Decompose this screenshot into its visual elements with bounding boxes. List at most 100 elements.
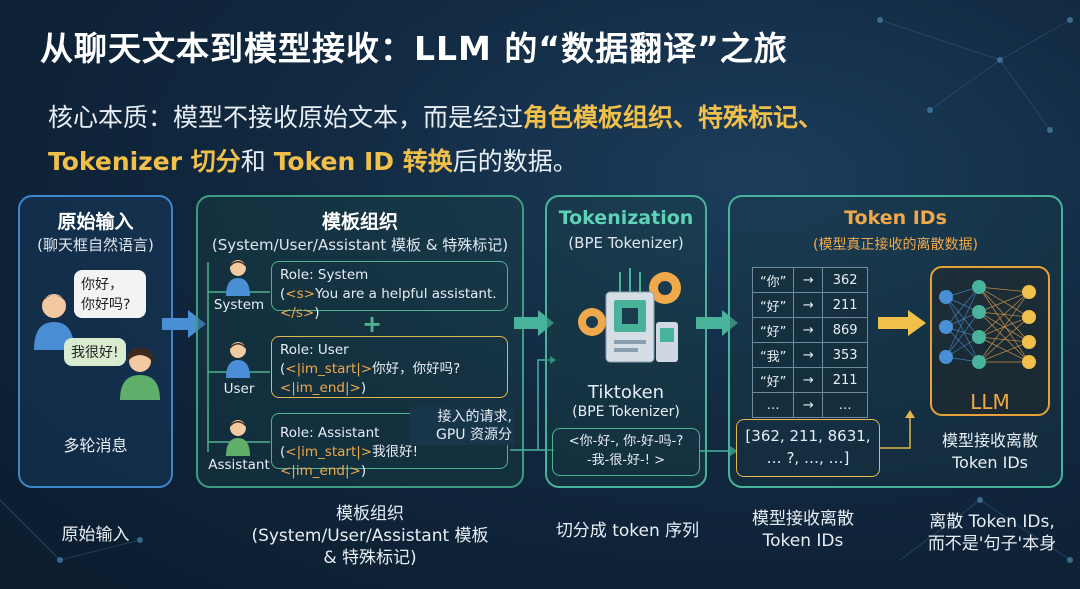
system-tag-open: <s> [285, 286, 315, 302]
user-tag-close: <|im_end|> [280, 380, 361, 396]
chat-bubble-user: 你好， 你好吗? [74, 270, 146, 318]
panel-tokenization-header: Tokenization [558, 207, 694, 229]
token-sequence-box: <你-好-, 你-好-吗-? -我-很-好-! > [552, 428, 700, 476]
token-row: “好”→211 [751, 292, 868, 318]
bubble-user-line1: 你好， [81, 277, 123, 293]
panel-raw-sub: (聊天框自然语言) [37, 236, 154, 254]
token-cell-token: “好” [751, 317, 795, 343]
subtitle-highlight3: Token ID 转换 [273, 147, 453, 176]
llm-label: LLM [970, 390, 1010, 414]
token-cell-id: 362 [822, 267, 868, 293]
token-cell-id: 211 [822, 367, 868, 393]
token-cell-arrow: → [793, 267, 824, 293]
bottom-template-line2: (System/User/Assistant 模板 [251, 526, 489, 546]
panel-raw-header: 原始输入 [57, 211, 134, 233]
token-row: …→… [751, 392, 868, 418]
system-role-line: Role: System [280, 267, 369, 283]
subtitle-part3: 后的数据。 [452, 147, 578, 176]
arrow-right-icon [514, 310, 554, 336]
role-label-system: System [213, 297, 265, 313]
panel-template-sub: (System/User/Assistant 模板 & 特殊标记) [211, 236, 509, 254]
user-content-line: (<|im_start|>你好，你好吗? [280, 361, 461, 377]
arrow-right-icon [162, 310, 206, 338]
token-row: “好”→869 [751, 317, 868, 343]
token-cell-id: 869 [822, 317, 868, 343]
subtitle-part1: 核心本质：模型不接收原始文本，而是经过 [48, 103, 524, 132]
assistant-role-line: Role: Assistant [280, 425, 380, 441]
user-role-line: Role: User [280, 342, 349, 358]
arrow-right-icon [878, 310, 926, 336]
bottom-template-line3: & 特殊标记) [323, 548, 417, 568]
chat-bubble-assistant: 我很好! [64, 338, 126, 366]
arrow-up-right-icon [880, 410, 915, 449]
template-user-box: Role: User (<|im_start|>你好，你好吗? <|im_end… [271, 336, 508, 398]
system-avatar-icon [226, 260, 250, 296]
panel-ids-header: Token IDs [844, 207, 947, 229]
panel-tokenization-sub: (BPE Tokenizer) [568, 234, 684, 252]
token-seq-line2: -我-很-好-! > [586, 453, 665, 468]
token-cell-arrow: → [793, 392, 824, 418]
bottom-caption-template: 模板组织 (System/User/Assistant 模板 & 特殊标记) [220, 503, 520, 569]
tokenizer-machine-icon [578, 268, 681, 363]
panel-raw-caption: 多轮消息 [63, 436, 128, 455]
token-cell-token: “我” [751, 342, 795, 368]
overlay-note-line1: 接入的请求, [437, 409, 512, 425]
token-cell-arrow: → [793, 367, 824, 393]
assistant-tag-close: <|im_end|> [280, 463, 361, 479]
bottom-ids-line2: Token IDs [762, 531, 844, 551]
user-avatar-icon [226, 342, 250, 378]
token-cell-id: … [822, 392, 868, 418]
token-row: “我”→353 [751, 342, 868, 368]
subtitle-part2: 和 [240, 147, 274, 176]
user-text: 你好，你好吗? [372, 361, 461, 377]
token-seq-line1: <你-好-, 你-好-吗-? [568, 434, 684, 449]
token-cell-token: “你” [751, 267, 795, 293]
bottom-caption-tokenize: 切分成 token 序列 [555, 521, 700, 541]
bottom-final-line2: 而不是'句子'本身 [927, 534, 1057, 554]
tiktoken-name: Tiktoken [587, 382, 665, 403]
template-assistant-box: Role: Assistant (<|im_start|>我很好! <|im_e… [271, 413, 508, 479]
ids-caption-line2: Token IDs [952, 453, 1028, 472]
bottom-final-line1: 离散 Token IDs, [929, 512, 1055, 532]
token-cell-id: 353 [822, 342, 868, 368]
token-id-table: “你”→362“好”→211“好”→869“我”→353“好”→211…→… [751, 267, 868, 418]
bottom-ids-line1: 模型接收离散 [752, 509, 854, 529]
role-label-user: User [223, 381, 255, 397]
user-tag-open: <|im_start|> [285, 361, 373, 377]
page-title: 从聊天文本到模型接收：LLM 的“数据翻译”之旅 [40, 29, 788, 68]
panel-ids-caption: 模型接收离散 Token IDs [920, 430, 1060, 474]
role-label-assistant: Assistant [208, 457, 270, 473]
token-cell-token: “好” [751, 367, 795, 393]
token-row: “你”→362 [751, 267, 868, 293]
bubble-user-line2: 你好吗? [81, 297, 131, 313]
overlay-note: 接入的请求, GPU 资源分 [410, 407, 514, 445]
tiktoken-sub: (BPE Tokenizer) [572, 404, 680, 420]
assistant-avatar-icon [226, 420, 250, 456]
bottom-caption-ids: 模型接收离散 Token IDs [728, 508, 878, 552]
assistant-content-line: (<|im_start|>我很好! <|im_end|>) [280, 444, 419, 479]
token-row: “好”→211 [751, 367, 868, 393]
plus-icon: + [362, 310, 383, 338]
panel-template-header: 模板组织 [321, 211, 398, 233]
arrow-right-icon [696, 310, 738, 336]
neural-network-icon [939, 280, 1036, 369]
system-text: You are a helpful assistant. [314, 286, 497, 302]
person-female-icon [120, 347, 160, 400]
token-cell-token: “好” [751, 292, 795, 318]
id-list-line2: … ?, …, …] [766, 449, 850, 467]
token-cell-arrow: → [793, 292, 824, 318]
user-close-line: <|im_end|>) [280, 380, 367, 396]
subtitle-highlight1: 角色模板组织、特殊标记、 [523, 103, 824, 132]
arrow-right-small-icon [700, 446, 738, 456]
bottom-template-line1: 模板组织 [336, 504, 404, 524]
token-id-list-box: [362, 211, 8631, … ?, …, …] [736, 419, 880, 477]
system-tag-close: </s> [280, 305, 315, 321]
bottom-caption-raw: 原始输入 [61, 525, 130, 545]
ids-caption-line1: 模型接收离散 [941, 431, 1038, 450]
token-cell-id: 211 [822, 292, 868, 318]
assistant-text: 我很好! [372, 444, 419, 460]
panel-ids-sub: (模型真正接收的离散数据) [813, 237, 978, 253]
id-list-line1: [362, 211, 8631, [745, 427, 871, 445]
template-system-box: Role: System (<s>You are a helpful assis… [271, 261, 508, 321]
